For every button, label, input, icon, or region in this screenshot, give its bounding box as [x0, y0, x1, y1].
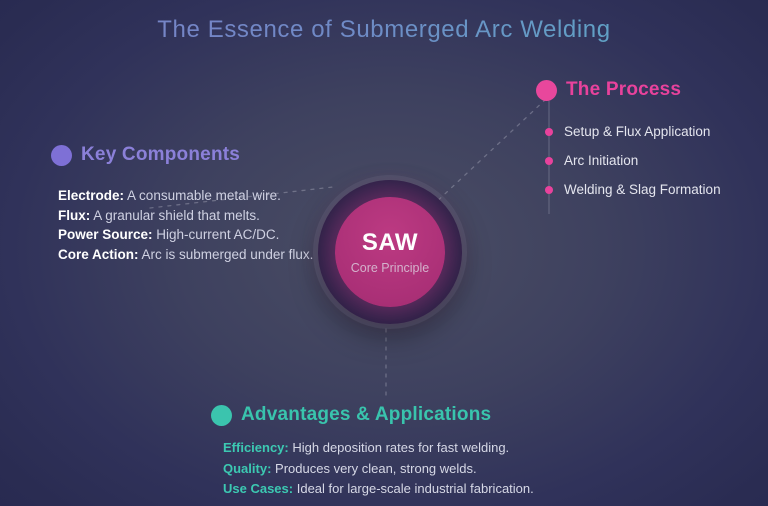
- key-component-item: Power Source: High-current AC/DC.: [58, 227, 280, 242]
- process-step: Arc Initiation: [545, 146, 721, 175]
- advantage-item: Use Cases: Ideal for large-scale industr…: [223, 481, 534, 496]
- core-node-sublabel: Core Principle: [350, 261, 430, 275]
- advantage-item: Quality: Produces very clean, strong wel…: [223, 460, 477, 476]
- key-component-item: Electrode: A consumable metal wire.: [58, 188, 281, 203]
- process-steps-list: Setup & Flux Application Arc Initiation …: [545, 117, 721, 204]
- core-node-circle: SAW Core Principle: [335, 197, 445, 307]
- key-components-list: Electrode: A consumable metal wire. Flux…: [58, 186, 313, 264]
- advantage-item: Efficiency: High deposition rates for fa…: [223, 440, 510, 455]
- advantages-heading-label: Advantages & Applications: [241, 404, 492, 425]
- core-node-ring: SAW Core Principle: [318, 180, 462, 324]
- process-step-bullet-icon: [545, 156, 553, 165]
- page-title: The Essence of Submerged Arc Welding: [0, 16, 768, 44]
- key-components-heading: Key Components: [51, 144, 240, 166]
- core-node-label: SAW: [361, 229, 419, 256]
- process-step: Welding & Slag Formation: [545, 175, 721, 204]
- key-components-bullet-icon: [51, 144, 72, 166]
- key-component-item: Flux: A granular shield that melts.: [58, 207, 260, 223]
- process-step: Setup & Flux Application: [545, 117, 721, 146]
- connector-core-to-process: [431, 98, 547, 207]
- process-bullet-icon: [536, 79, 557, 101]
- advantages-heading: Advantages & Applications: [211, 404, 491, 426]
- key-components-heading-label: Key Components: [81, 144, 241, 165]
- key-component-item: Core Action: Arc is submerged under flux…: [58, 246, 314, 262]
- process-heading: The Process: [536, 79, 681, 101]
- process-step-bullet-icon: [545, 185, 553, 194]
- process-step-bullet-icon: [545, 127, 553, 136]
- advantages-bullet-icon: [211, 404, 232, 426]
- advantages-list: Efficiency: High deposition rates for fa…: [223, 438, 534, 500]
- process-heading-label: The Process: [566, 79, 682, 100]
